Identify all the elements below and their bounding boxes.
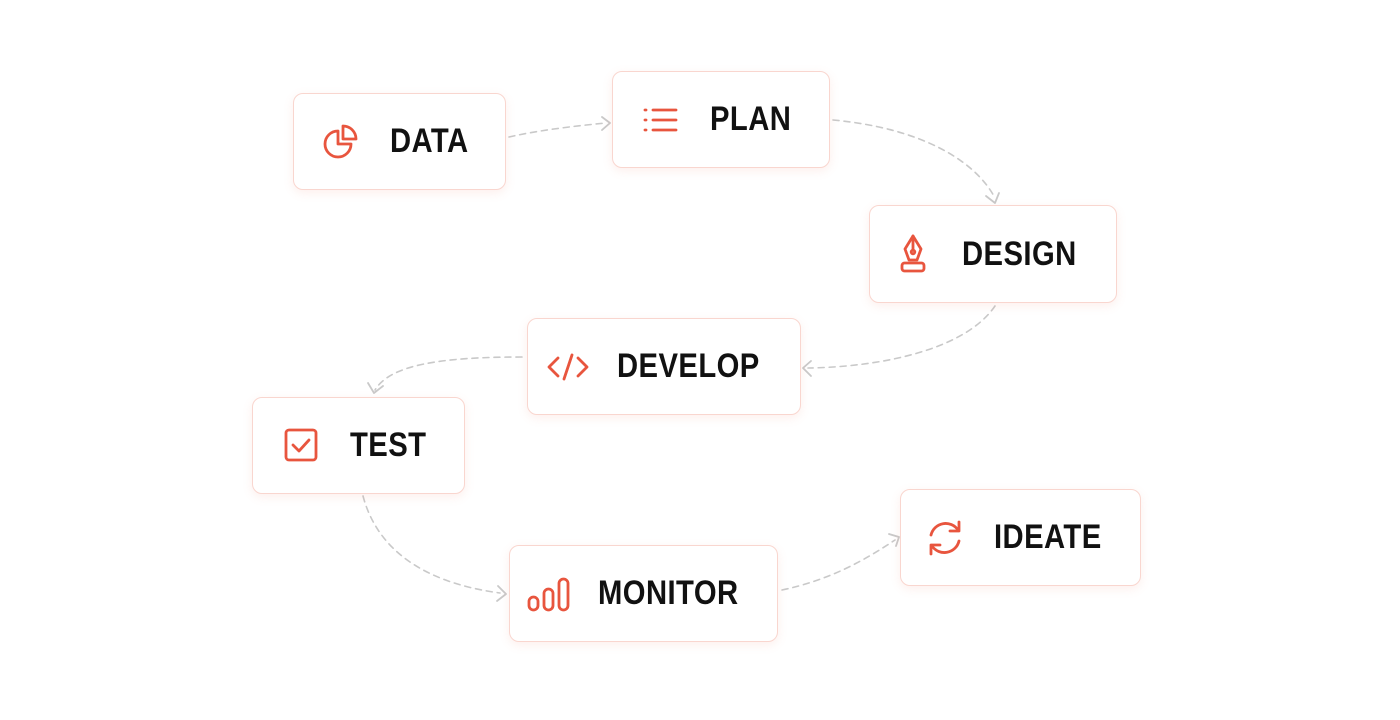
arrowhead-monitor	[496, 585, 507, 602]
pie-chart-icon	[318, 119, 364, 165]
checkbox-icon	[278, 423, 324, 469]
step-test: TEST	[252, 397, 465, 494]
pen-nib-icon	[890, 231, 936, 277]
connector-design-to-develop	[807, 305, 996, 369]
step-label: DESIGN	[962, 234, 1078, 273]
list-icon	[638, 97, 684, 143]
code-icon	[545, 344, 591, 390]
step-data: DATA	[293, 93, 506, 190]
connector-monitor-to-ideate	[781, 539, 896, 591]
connector-test-to-monitor	[362, 495, 501, 594]
step-label: IDEATE	[993, 518, 1102, 556]
arrowhead-test	[367, 382, 384, 394]
step-label: PLAN	[709, 100, 792, 138]
step-label: MONITOR	[597, 574, 739, 612]
step-label: DATA	[389, 122, 469, 160]
step-plan: PLAN	[612, 71, 830, 168]
connector-plan-to-design	[832, 119, 996, 199]
arrowhead-plan	[601, 116, 611, 131]
step-label: DEVELOP	[617, 347, 760, 385]
step-label: TEST	[350, 426, 427, 464]
step-ideate: IDEATE	[900, 489, 1141, 586]
connector-data-to-plan	[508, 122, 607, 138]
step-design: DESIGN	[869, 205, 1117, 303]
arrowhead-ideate	[888, 533, 900, 547]
step-monitor: MONITOR	[509, 545, 778, 642]
arrowhead-develop	[802, 360, 812, 377]
bar-chart-icon	[526, 571, 572, 617]
connector-develop-to-test	[374, 356, 523, 391]
step-develop: DEVELOP	[527, 318, 801, 415]
arrowhead-design	[985, 192, 1000, 204]
refresh-icon	[922, 515, 968, 561]
